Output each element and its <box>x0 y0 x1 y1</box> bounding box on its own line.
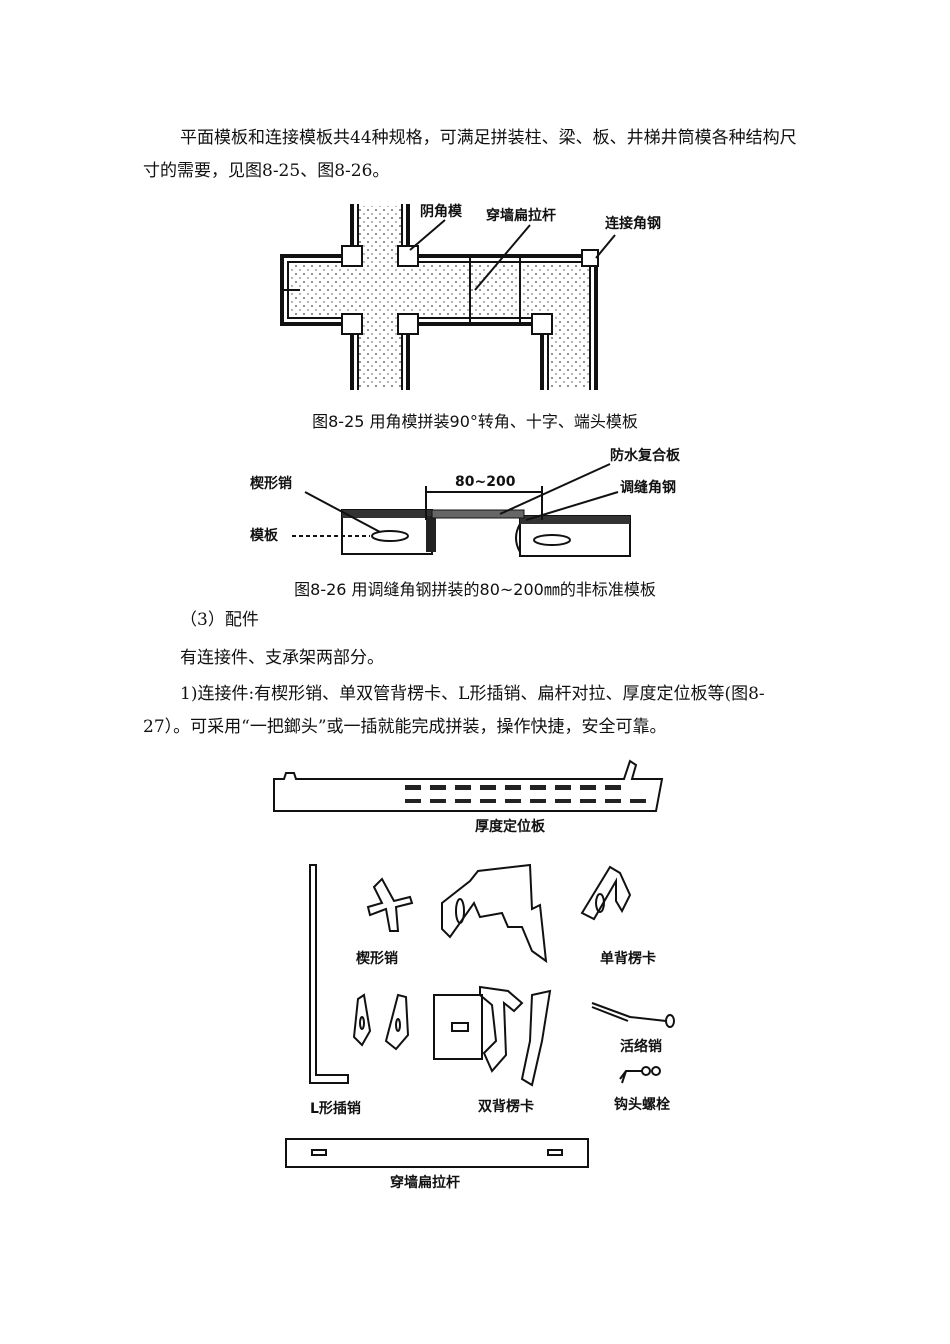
figure-8-26-caption: 图8-26 用调缝角钢拼装的80~200㎜的非标准模板 <box>294 580 656 599</box>
label-hook-bolt: 钩头螺栓 <box>614 1096 670 1113</box>
figure-8-26-diagram: 80~200 楔形销 模板 防水复合板 调缝角钢 <box>250 447 681 557</box>
label-inner-corner: 阴角模 <box>420 203 463 220</box>
label-wedge-pin-27: 楔形销 <box>356 950 398 967</box>
label-tie-rod-27: 穿墙扁拉杆 <box>390 1174 460 1191</box>
label-double-clamp: 双背楞卡 <box>478 1098 534 1115</box>
paragraph-parts: 有连接件、支承架两部分。 <box>180 648 384 668</box>
label-wedge-pin: 楔形销 <box>250 475 292 492</box>
figure-8-27-diagram: 厚度定位板 L形插销 楔形销 单背楞卡 双背楞卡 活络销 钩头螺栓 穿墙扁拉杆 <box>273 759 675 1191</box>
label-angle-steel: 连接角钢 <box>605 215 661 232</box>
label-single-clamp: 单背楞卡 <box>600 950 656 967</box>
label-l-pin: L形插销 <box>310 1100 361 1117</box>
label-tie-rod: 穿墙扁拉杆 <box>486 207 556 224</box>
label-adjust-angle: 调缝角钢 <box>620 479 676 496</box>
figure-8-25-caption: 图8-25 用角模拼装90°转角、十字、端头模板 <box>312 412 638 431</box>
section-heading-accessories: （3）配件 <box>180 610 259 630</box>
label-waterproof-board: 防水复合板 <box>610 447 681 464</box>
figure-8-25-diagram: 阴角模 穿墙扁拉杆 连接角钢 <box>280 203 661 390</box>
label-live-pin: 活络销 <box>620 1038 662 1055</box>
label-dimension: 80~200 <box>455 474 516 490</box>
label-formwork: 模板 <box>250 527 279 544</box>
paragraph-connectors: 1)连接件:有楔形销、单双管背楞卡、L形插销、扁杆对拉、厚度定位板等(图8-27… <box>143 684 765 737</box>
paragraph-intro: 平面模板和连接模板共44种规格，可满足拼装柱、梁、板、井梯井筒模各种结构尺寸的需… <box>143 128 797 181</box>
label-thickness-plate: 厚度定位板 <box>475 818 546 835</box>
